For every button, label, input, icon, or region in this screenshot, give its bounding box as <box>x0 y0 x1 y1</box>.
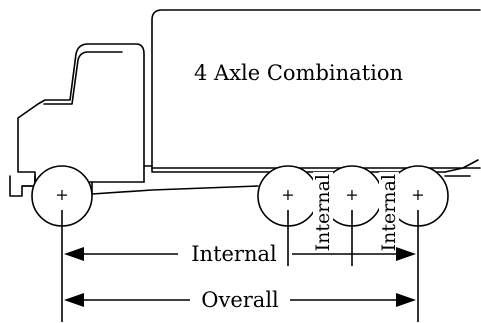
axle-spacing-label-1: Internal <box>312 174 334 251</box>
front-chassis <box>34 175 259 195</box>
cab-window <box>43 51 123 105</box>
overall-arrow-right <box>396 293 416 307</box>
axle-spacing-label-2: Internal <box>378 174 400 251</box>
rear-chassis <box>151 159 479 173</box>
internal-arrow-right <box>396 247 416 261</box>
internal-dim-label: Internal <box>191 242 277 266</box>
internal-arrow-left <box>64 247 84 261</box>
overall-arrow-left <box>64 293 84 307</box>
axle-mark-1: + <box>55 185 68 204</box>
diagram-title: 4 Axle Combination <box>194 61 403 85</box>
cab-outline <box>9 43 145 197</box>
axle-mark-4: + <box>411 185 424 204</box>
cargo-box <box>151 9 481 169</box>
axle-mark-2: + <box>281 185 294 204</box>
overall-dim-label: Overall <box>201 288 279 312</box>
axle-mark-3: + <box>345 185 358 204</box>
